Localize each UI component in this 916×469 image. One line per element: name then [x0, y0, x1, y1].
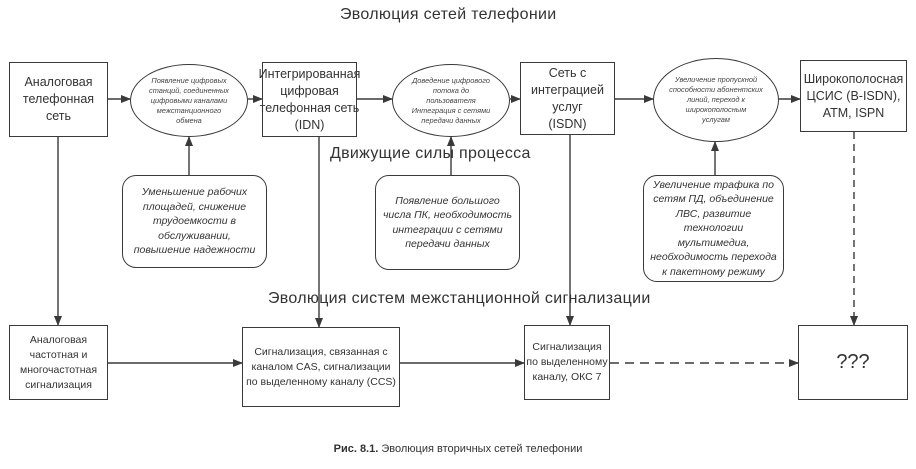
label-line: обслуживании,: [158, 229, 231, 242]
label-line: по выделенному каналу (CCS): [246, 375, 396, 388]
label-line: телефонная сеть: [22, 92, 95, 123]
label-line: сетям ПД, объединение: [653, 193, 774, 206]
label-line: интеграцией услуг: [531, 82, 604, 114]
label-line: Уменьшение рабочих: [141, 186, 248, 199]
label-line: Широкополосная: [803, 71, 904, 86]
label-line: цифровая: [280, 83, 339, 98]
label-line: (IDN): [294, 117, 325, 132]
label-line: Интеграция с сетями: [411, 105, 491, 115]
signaling-ss7: Сигнализация по выделенному каналу, ОКС 7: [524, 325, 610, 400]
heading-driving-forces: Движущие силы процесса: [330, 145, 531, 162]
label-line: обмена: [176, 115, 202, 125]
heading-telephony-evolution: Эволюция сетей телефонии: [340, 6, 557, 23]
label-line: межстанционного: [156, 105, 222, 115]
label-line: потока до: [432, 85, 470, 95]
label-line: передачи данных: [405, 238, 490, 250]
driver-pc-growth: Появление большого числа ПК, необходимост…: [375, 175, 520, 270]
label-line: Сигнализация: [532, 341, 602, 353]
label-line: станций, соединенных: [149, 85, 229, 95]
figure-caption: Рис. 8.1. Эволюция вторичных сетей телеф…: [0, 443, 916, 455]
label-line: трудоемкости в: [153, 215, 236, 228]
signaling-cas-ccs: Сигнализация, связанная с каналом CAS, си…: [242, 327, 400, 407]
heading-signaling-evolution: Эволюция систем межстанционной сигнализа…: [268, 290, 651, 307]
caption-text: Эволюция вторичных сетей телефонии: [378, 443, 583, 455]
label-line: (ISDN): [548, 116, 587, 131]
label-line: Интегрированная: [258, 66, 361, 81]
signaling-analog: Аналоговая частотная и многочастотная сигна…: [9, 325, 108, 400]
label-line: каналом CAS, сигнализации: [251, 360, 391, 373]
label-line: пользователя: [426, 95, 476, 105]
driver-traffic-growth: Увеличение трафика по сетям ПД, объединен…: [643, 175, 784, 282]
caption-prefix: Рис. 8.1.: [333, 443, 379, 455]
label-line: Появление цифровых: [151, 75, 227, 85]
label-line: передачи данных: [421, 115, 481, 125]
label-line: Аналоговая: [24, 75, 93, 89]
label-line: Доведение цифрового: [412, 75, 490, 85]
label-line: многочастотная: [19, 363, 98, 376]
label-line: широкополосным: [685, 105, 747, 114]
label-line: телефонная сеть: [259, 100, 360, 115]
stage-analog-network: Аналоговая телефонная сеть: [9, 62, 108, 137]
label-line: площадей, снижение: [142, 200, 247, 213]
label-line: частотная и: [29, 348, 88, 361]
label-line: способности абонентских: [669, 85, 763, 94]
stage-isdn: Сеть с интеграцией услуг (ISDN): [520, 62, 615, 135]
label-line: числа ПК, необходимость: [382, 209, 513, 221]
label-line: к пакетному режиму: [662, 265, 765, 278]
label-line: каналу, ОКС 7: [532, 371, 602, 383]
label-line: линий, переход к: [686, 95, 746, 104]
stage-idn: Интегрированная цифровая телефонная сеть (I…: [259, 62, 360, 137]
label-line: по выделенному: [526, 356, 608, 368]
label-line: интеграции с сетями: [392, 223, 503, 236]
label-line: ЛВС, развитие: [675, 207, 752, 220]
label-line: ATM, ISPN: [822, 105, 885, 120]
label-line: необходимость перехода: [650, 251, 777, 264]
label-line: Появление большого: [395, 194, 500, 207]
label-line: ???: [836, 351, 870, 373]
label-line: повышение надежности: [133, 244, 256, 257]
label-line: технологии мультимедиа,: [677, 222, 750, 249]
label-line: цифровыми каналами: [150, 95, 228, 105]
label-line: Сигнализация, связанная с: [254, 345, 388, 358]
label-line: Аналоговая: [29, 333, 88, 346]
label-line: Сеть с: [548, 65, 587, 80]
label-line: услугам: [702, 115, 730, 124]
label-line: сигнализация: [25, 378, 92, 391]
signaling-unknown: ???: [798, 325, 908, 400]
label-line: Увеличение пропускной: [674, 75, 758, 84]
label-line: ЦСИС (B-ISDN),: [806, 88, 901, 103]
label-line: Увеличение трафика по: [653, 178, 774, 191]
